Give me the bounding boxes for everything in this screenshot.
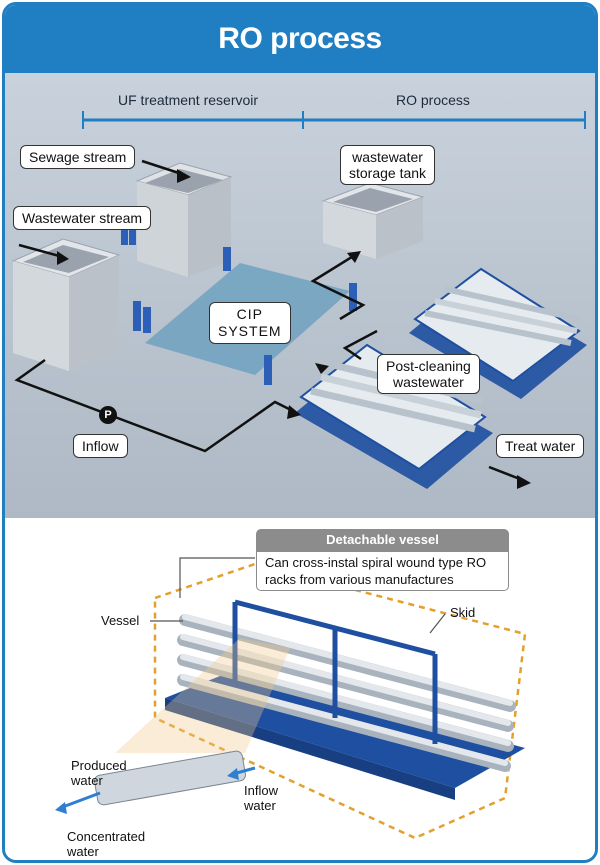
label-produced-water: Produced water — [71, 758, 127, 788]
page-title: RO process — [5, 5, 595, 73]
label-inflow-line2: water — [244, 798, 276, 813]
label-concentrated-line1: Concentrated — [67, 829, 146, 844]
skid-frame — [232, 599, 438, 744]
label-storage-line1: wastewater — [352, 149, 423, 165]
label-vessel: Vessel — [101, 613, 140, 628]
label-concentrated-line2: water — [67, 844, 99, 859]
label-wastewater-stream: Wastewater stream — [13, 206, 152, 230]
label-cip-line1: CIP — [236, 306, 263, 322]
sewage-tank — [135, 162, 233, 277]
label-storage-line2: storage tank — [349, 165, 427, 181]
process-illustration: UF treatment reservoir RO process Sewage… — [5, 73, 595, 518]
ro-rack-front — [295, 343, 493, 489]
label-post-line1: Post-cleaning — [386, 358, 471, 374]
pump-badge: P — [99, 406, 117, 424]
label-cip-line2: SYSTEM — [218, 323, 282, 339]
detail-description: Can cross-instal spiral wound type RO ra… — [256, 551, 509, 591]
label-post-cleaning: Post-cleaning wastewater — [377, 354, 480, 394]
label-produced-line1: Produced — [71, 758, 127, 773]
label-inflow-water: Inflow water — [244, 783, 278, 813]
label-storage-tank: wastewater storage tank — [340, 145, 436, 185]
rack-detail-scene — [55, 557, 527, 840]
label-inflow-line1: Inflow — [244, 783, 278, 798]
label-skid: Skid — [450, 605, 476, 620]
detail-section: Detachable vessel Can cross-instal spira… — [5, 518, 595, 860]
skid-base-side — [165, 698, 455, 800]
pumps — [121, 229, 357, 385]
label-sewage-stream: Sewage stream — [20, 145, 136, 169]
detail-title: Detachable vessel — [256, 529, 509, 551]
section-label-ro: RO process — [396, 92, 470, 108]
storage-tank — [321, 182, 425, 259]
highlight-beam — [115, 638, 290, 753]
label-produced-line2: water — [71, 773, 103, 788]
ro-rack-back — [409, 267, 587, 399]
flow-arrowheads — [57, 169, 531, 489]
detail-desc-line1: Can cross-instal spiral wound type RO — [265, 555, 487, 570]
label-treat-water: Treat water — [496, 434, 585, 458]
label-inflow: Inflow — [73, 434, 128, 458]
process-scene — [11, 111, 587, 489]
leader-lines — [150, 557, 446, 634]
detail-desc-line2: racks from various manufactures — [265, 572, 454, 587]
membrane-cutaway — [55, 750, 256, 814]
label-concentrated-water: Concentrated water — [67, 829, 145, 859]
label-cip-system: CIP SYSTEM — [209, 302, 291, 344]
label-post-line2: wastewater — [393, 374, 464, 390]
section-label-uf: UF treatment reservoir — [118, 92, 259, 108]
